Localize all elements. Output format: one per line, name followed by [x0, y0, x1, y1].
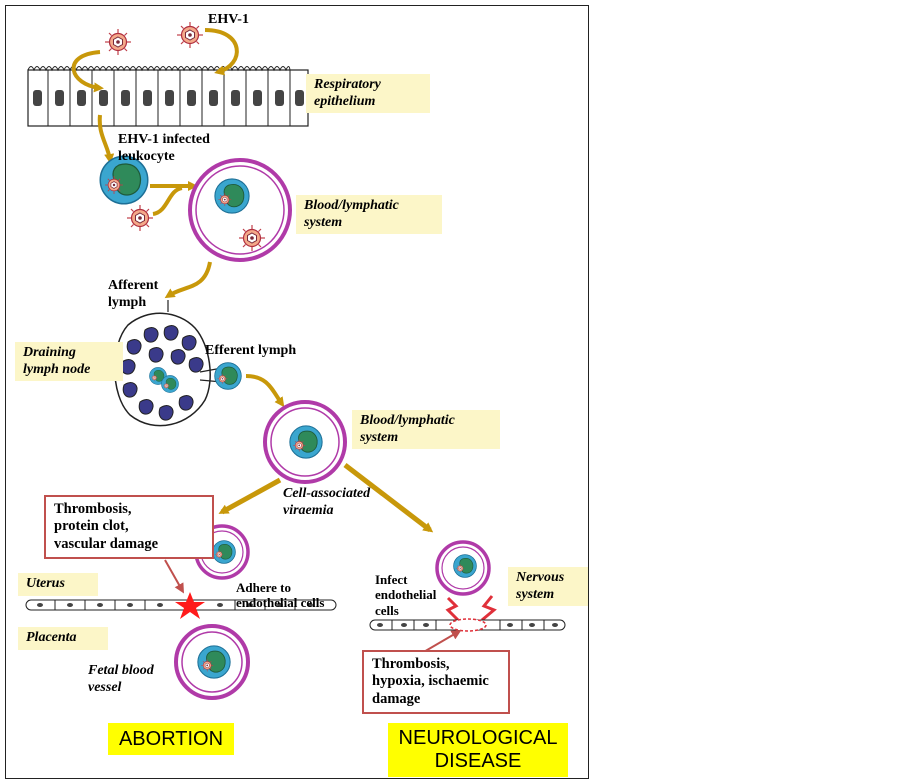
endothelium-icon [369, 618, 566, 632]
entry-arrow [71, 50, 104, 93]
cell-associated-viraemia-label: Cell-associated viraemia [283, 486, 371, 518]
respiratory-epithelium-label: Respiratory epithelium [306, 74, 430, 114]
leukocyte-icon [215, 363, 242, 390]
entry-arrow [204, 28, 239, 76]
virus-label: EHV-1 [208, 12, 249, 27]
respiratory-epithelium [27, 66, 309, 127]
flow-arrow [218, 477, 282, 515]
adhere-label: Adhere to endothelial cells [236, 580, 325, 611]
abortion-callout: Thrombosis, protein clot, vascular damag… [44, 495, 214, 560]
infected-leukocyte-label: EHV-1 infected leukocyte [118, 132, 210, 164]
lightning-icon [445, 595, 497, 622]
infect-endothelial-label: Infect endothelial cells [375, 572, 437, 618]
callout-arrow [164, 559, 184, 594]
blood-vessel-icon [188, 158, 292, 262]
blood-vessel-icon [435, 540, 491, 596]
virus-icon [104, 28, 132, 56]
draining-lymph-node-label: Draining lymph node [15, 342, 123, 382]
virus-icon [176, 21, 204, 49]
blood-vessel-icon [263, 400, 347, 484]
neuro-callout: Thrombosis, hypoxia, ischaemic damage [362, 650, 510, 715]
afferent-lymph-label: Afferent lymph [108, 278, 159, 310]
flow-arrow [343, 463, 434, 533]
uterus-label: Uterus [18, 573, 98, 596]
flow-arrow [152, 186, 183, 216]
virus-icon [126, 204, 154, 232]
flow-arrow [245, 374, 285, 408]
flow-arrow [164, 261, 212, 299]
blood-vessel-icon [174, 624, 250, 700]
lymph-node-icon [114, 300, 223, 427]
placenta-label: Placenta [18, 627, 108, 650]
neurological-disease-outcome: NEUROLOGICAL DISEASE [388, 723, 568, 777]
nervous-system-label: Nervous system [508, 567, 588, 607]
star-icon [175, 592, 205, 619]
fetal-blood-vessel-label: Fetal blood vessel [88, 663, 154, 695]
abortion-outcome: ABORTION [108, 723, 234, 755]
blood-lymphatic-label-2: Blood/lymphatic system [352, 410, 500, 450]
blood-lymphatic-label-1: Blood/lymphatic system [296, 195, 442, 235]
efferent-lymph-label: Efferent lymph [205, 343, 297, 358]
flow-arrow [97, 114, 115, 164]
